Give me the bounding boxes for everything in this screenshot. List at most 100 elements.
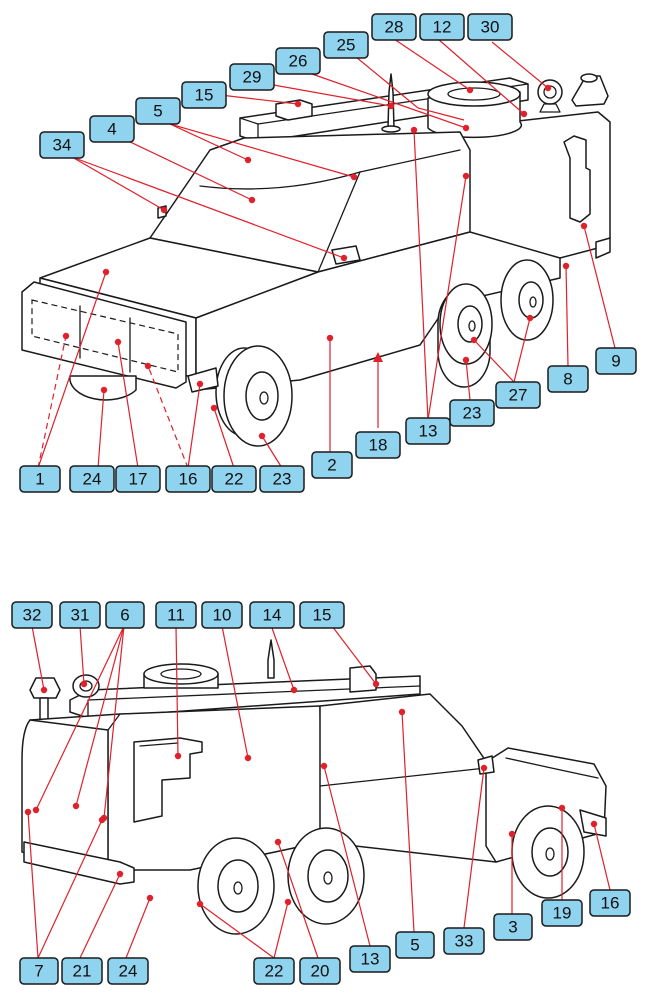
cab-roof-line: [199, 171, 361, 190]
callout-31: 31: [59, 601, 101, 629]
callout-33-label: 33: [455, 932, 474, 951]
leader-18-arrowhead: [373, 352, 383, 362]
callout-tags-top: 34 4 5 15 29 26 25 28 12 30 9 8 27 23 13…: [19, 13, 637, 493]
rear-bumper: [23, 841, 135, 885]
callout-15-label: 15: [195, 86, 214, 105]
rear-wheel-far: [287, 827, 365, 925]
callout-10: 10: [201, 601, 243, 629]
callout-13-label: 13: [419, 422, 438, 441]
search-light: [537, 79, 563, 105]
callout-12: 12: [419, 13, 465, 41]
callout-2: 2: [311, 451, 353, 479]
roof-box: [275, 99, 313, 121]
leaders-top: [37, 38, 617, 469]
callout-18: 18: [355, 431, 401, 459]
callout-6-label: 6: [120, 606, 129, 625]
callout-16: 16: [589, 889, 631, 917]
callout-23a-label: 23: [273, 470, 292, 489]
callout-26: 26: [275, 47, 321, 75]
callout-21-label: 21: [73, 962, 92, 981]
callout-24: 24: [107, 957, 149, 985]
rear-door-handle: [133, 737, 203, 823]
callout-11-label: 11: [167, 606, 185, 625]
callout-22: 22: [211, 465, 257, 493]
rear-wheel-2: [500, 259, 554, 341]
front-wheel-near: [215, 345, 293, 447]
callout-25: 25: [323, 31, 369, 59]
callout-18-label: 18: [369, 436, 388, 455]
callout-1: 1: [19, 465, 61, 493]
callout-20: 20: [299, 957, 341, 985]
callout-15: 15: [299, 601, 345, 629]
callout-11: 11: [155, 601, 197, 629]
callout-27-label: 27: [509, 386, 528, 405]
callout-5: 5: [135, 97, 181, 125]
callout-29-label: 29: [243, 68, 262, 87]
side-mirror-rear: [477, 755, 495, 775]
callout-15-label: 15: [313, 606, 332, 625]
callout-13-label: 13: [361, 950, 380, 969]
roof-drum-top: [427, 81, 521, 107]
callout-9: 9: [595, 347, 637, 375]
callout-27: 27: [495, 381, 541, 409]
vehicle-rear-view: [21, 639, 607, 935]
callout-tags-bottom: 32 31 6 11 10 14 15 7 21 24 22 20 13 5 3…: [11, 601, 631, 985]
callout-4-label: 4: [107, 120, 116, 139]
callout-17-label: 17: [129, 470, 148, 489]
leader-dots-bottom: [24, 680, 598, 908]
callout-19: 19: [541, 899, 583, 927]
callout-32-label: 32: [23, 606, 42, 625]
callout-31-label: 31: [71, 606, 90, 625]
callout-5-label: 5: [410, 936, 419, 955]
callout-32: 32: [11, 601, 53, 629]
callout-33: 33: [443, 927, 485, 955]
callout-3: 3: [493, 913, 533, 941]
callout-1-label: 1: [35, 470, 44, 489]
callout-10-label: 10: [213, 606, 232, 625]
callout-8: 8: [547, 365, 589, 393]
callout-25-label: 25: [337, 36, 356, 55]
callout-34: 34: [39, 131, 85, 159]
callout-30: 30: [467, 13, 513, 41]
callout-14-label: 14: [263, 606, 282, 625]
callout-12-label: 12: [433, 18, 452, 37]
callout-28: 28: [371, 13, 417, 41]
callout-7-label: 7: [34, 962, 43, 981]
vehicle-front-view: [21, 73, 611, 447]
callout-6: 6: [105, 601, 145, 629]
callout-7: 7: [19, 957, 59, 985]
callout-30-label: 30: [481, 18, 500, 37]
callout-24: 24: [69, 465, 115, 493]
callout-34-label: 34: [53, 136, 72, 155]
callout-3-label: 3: [508, 918, 517, 937]
callout-13: 13: [349, 945, 391, 973]
callout-24-label: 24: [83, 470, 102, 489]
callout-21: 21: [61, 957, 103, 985]
callout-9-label: 9: [611, 352, 620, 371]
callout-22: 22: [253, 957, 295, 985]
callout-23b: 23: [449, 399, 495, 427]
callout-4: 4: [89, 115, 135, 143]
callout-28-label: 28: [385, 18, 404, 37]
callout-14: 14: [249, 601, 295, 629]
rear-wheel-1: [437, 283, 493, 388]
callout-13: 13: [405, 417, 451, 445]
callout-22-label: 22: [225, 470, 244, 489]
callout-8-label: 8: [563, 370, 572, 389]
callout-29: 29: [229, 63, 275, 91]
callout-16: 16: [165, 465, 211, 493]
callout-19-label: 19: [553, 904, 572, 923]
roof-antenna-rear: [267, 639, 275, 679]
callout-17: 17: [115, 465, 161, 493]
callout-23b-label: 23: [463, 404, 482, 423]
front-bumper-corner: [187, 367, 219, 393]
bull-bar: [21, 281, 187, 389]
leader-dots-top: [62, 84, 588, 440]
callout-5-label: 5: [153, 102, 162, 121]
callout-20-label: 20: [311, 962, 330, 981]
callout-22-label: 22: [265, 962, 284, 981]
callout-24-label: 24: [119, 962, 138, 981]
front-wheel-rear-view: [511, 805, 585, 899]
callout-23a: 23: [259, 465, 305, 493]
